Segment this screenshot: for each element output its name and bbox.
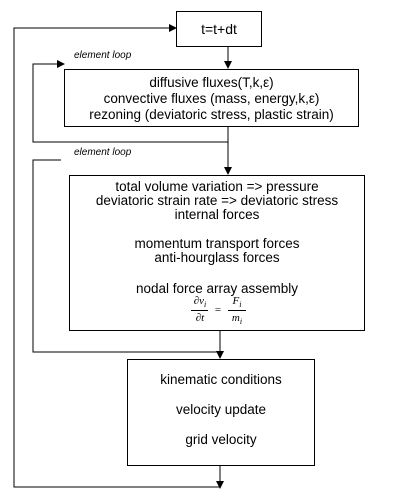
eq-lhs-numerator: ∂vi <box>193 295 207 310</box>
loop2-line-3: internal forces <box>174 207 260 222</box>
final-line-2: velocity update <box>175 402 267 417</box>
eq-lhs-bar <box>191 310 208 311</box>
time-step-box: t=t+dt <box>176 11 262 47</box>
eq-rhs-numerator: Fi <box>232 295 242 310</box>
kinematics-box: kinematic conditions velocity update gri… <box>127 359 315 466</box>
momentum-equation: ∂vi ∂t = Fi mi <box>188 294 254 328</box>
loop2-line-2: deviatoric strain rate => deviatoric str… <box>95 193 339 208</box>
eq-rhs-bar <box>228 310 246 311</box>
final-line-3: grid velocity <box>185 432 257 447</box>
element-loop-1-connector <box>32 60 228 143</box>
flux-rezoning-box: diffusive fluxes(T,k,ε) convective fluxe… <box>64 69 359 127</box>
time-loop-connector <box>13 24 220 488</box>
time-step-label: t=t+dt <box>201 21 237 37</box>
eq-lhs-denominator: ∂t <box>195 312 205 324</box>
final-line-1: kinematic conditions <box>160 372 282 387</box>
eq-rhs-denominator: mi <box>231 312 243 327</box>
element-loop-1-label: element loop <box>74 50 132 61</box>
loop2-line-8: nodal force array assembly <box>135 281 299 296</box>
loop1-line-3: rezoning (deviatoric stress, plastic str… <box>89 107 334 122</box>
loop1-line-2: convective fluxes (mass, energy,k,ε) <box>103 91 320 106</box>
force-computation-box: total volume variation => pressure devia… <box>69 175 365 331</box>
loop2-line-5: momentum transport forces <box>134 236 300 251</box>
loop2-line-1: total volume variation => pressure <box>115 179 319 194</box>
loop2-line-6: anti-hourglass forces <box>154 250 280 265</box>
element-loop-2-label: element loop <box>74 147 132 158</box>
loop1-line-1: diffusive fluxes(T,k,ε) <box>149 75 274 90</box>
eq-equals: = <box>214 304 222 316</box>
element-loop-2-connector <box>32 159 220 353</box>
